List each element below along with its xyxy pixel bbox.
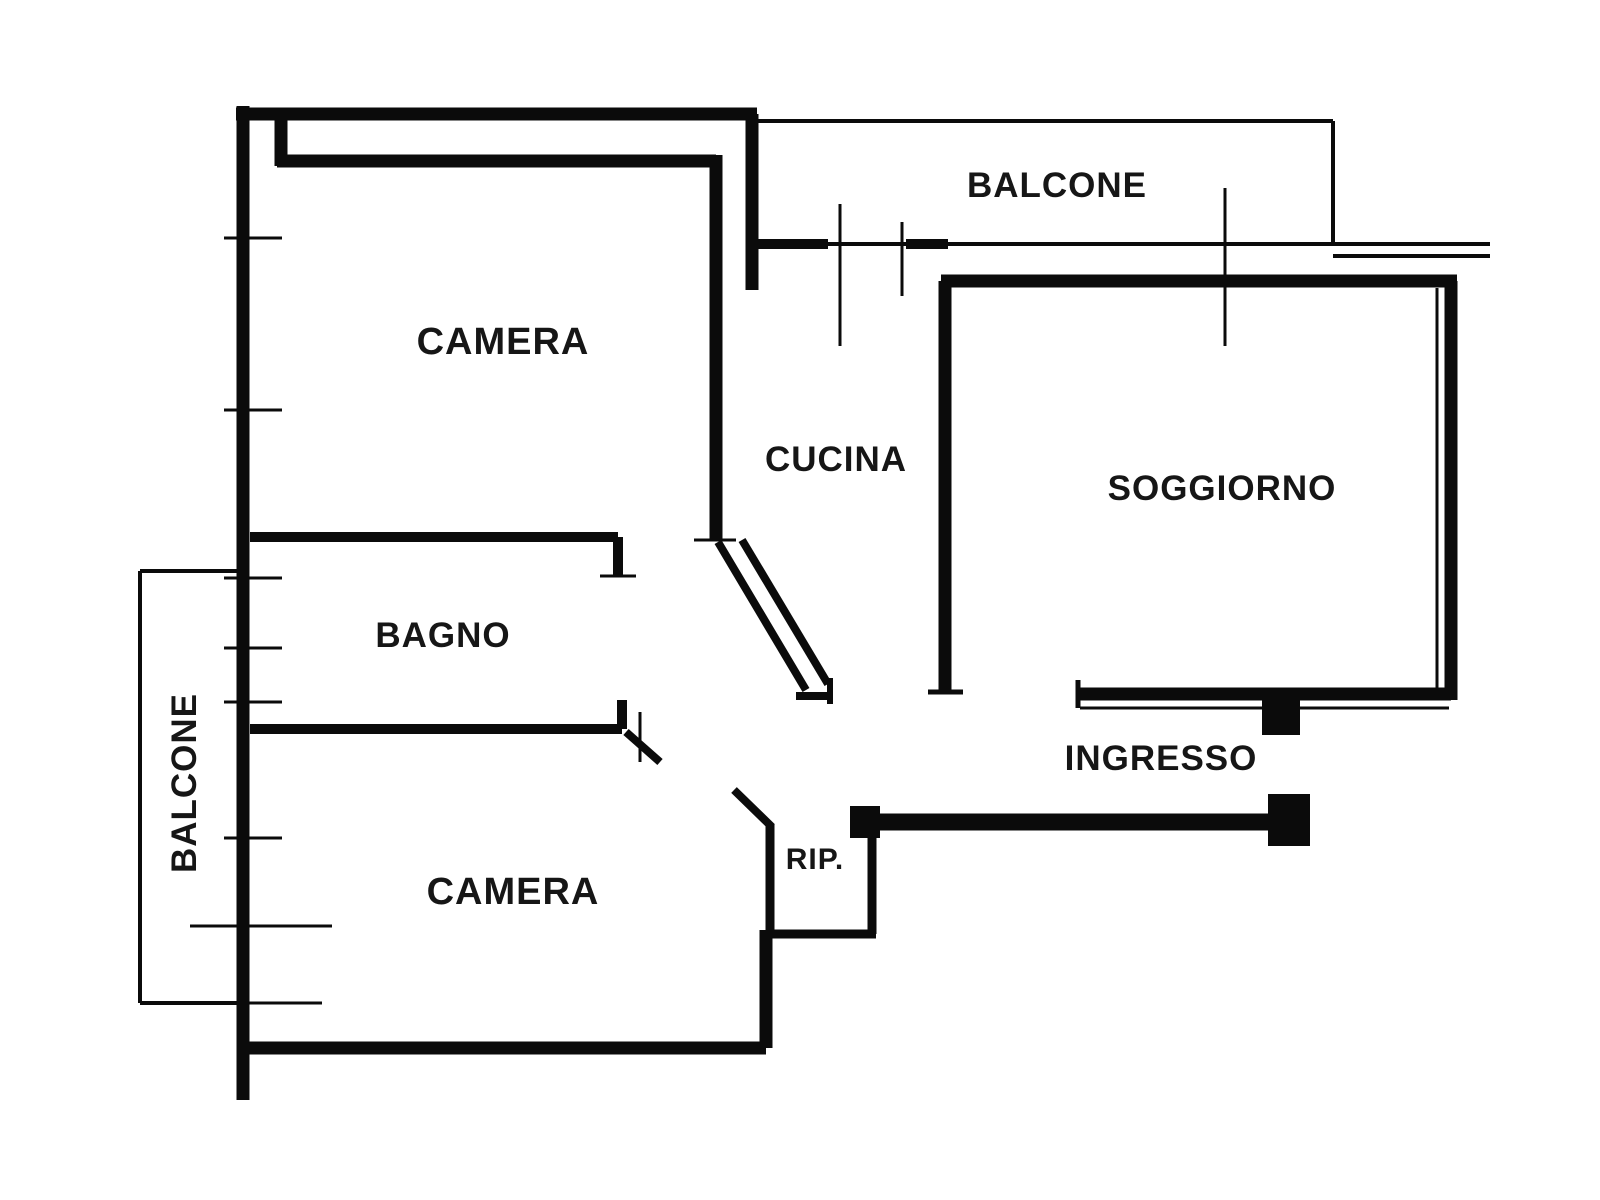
room-label-ripostiglio: RIP. bbox=[786, 843, 844, 876]
room-label-ingresso: INGRESSO bbox=[1065, 739, 1258, 778]
room-label-camera-bottom: CAMERA bbox=[427, 871, 600, 913]
camera-bottom-door-leaf bbox=[731, 787, 775, 830]
bagno-walls bbox=[250, 532, 627, 734]
balcony-window-ticks bbox=[838, 188, 1227, 346]
balcony-left-outline bbox=[138, 569, 240, 1005]
balcony-top-outline bbox=[755, 119, 1490, 258]
room-label-balcone-top: BALCONE bbox=[967, 166, 1147, 205]
soggiorno-pillar bbox=[1262, 697, 1300, 735]
left-wall-window-ticks bbox=[190, 236, 332, 1005]
camera-bottom-walls bbox=[243, 930, 773, 1055]
bagno-door-details bbox=[600, 574, 663, 765]
room-label-cucina: CUCINA bbox=[765, 440, 907, 479]
camera-top-walls bbox=[277, 154, 723, 540]
outer-walls bbox=[236, 106, 759, 1100]
room-label-bagno: BAGNO bbox=[375, 616, 510, 655]
cucina-door-leaf bbox=[714, 537, 833, 704]
ingresso-bottom-wall bbox=[850, 794, 1310, 846]
soggiorno-walls bbox=[938, 274, 1458, 701]
room-label-soggiorno: SOGGIORNO bbox=[1108, 469, 1337, 508]
room-label-camera-top: CAMERA bbox=[417, 321, 590, 363]
ripostiglio-walls bbox=[765, 818, 877, 939]
room-label-balcone-left: BALCONE bbox=[165, 693, 204, 873]
